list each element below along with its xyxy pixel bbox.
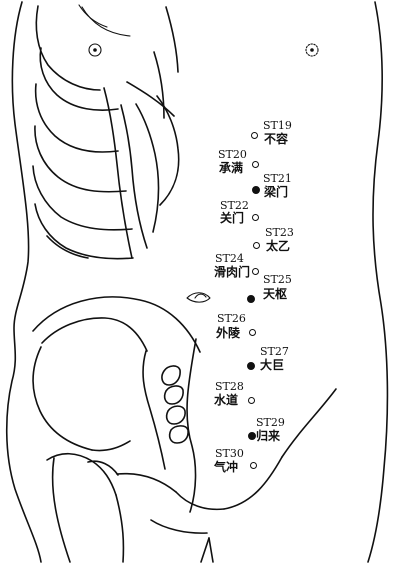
acupoint-st21-marker bbox=[252, 186, 260, 194]
acupoint-st23-code: ST23 bbox=[265, 227, 294, 238]
acupoint-st19-name: 不容 bbox=[264, 133, 288, 145]
pelvis-and-hip bbox=[33, 297, 336, 562]
acupoint-st28-marker bbox=[248, 397, 255, 404]
acupoint-st29-marker bbox=[248, 432, 256, 440]
acupoint-st24-marker bbox=[252, 268, 259, 275]
acupoint-st25-marker bbox=[247, 295, 255, 303]
left-ribcage bbox=[33, 5, 179, 259]
acupoint-st29-code: ST29 bbox=[256, 417, 285, 428]
torso-outline bbox=[7, 2, 388, 562]
acupoint-st29-name: 归来 bbox=[256, 430, 280, 442]
acupoint-st28-name: 水道 bbox=[214, 394, 238, 406]
acupoint-st27-marker bbox=[247, 362, 255, 370]
acupoint-st24-code: ST24 bbox=[215, 253, 244, 264]
acupoint-st26-code: ST26 bbox=[217, 313, 246, 324]
acupoint-st22-name: 关门 bbox=[220, 212, 244, 224]
acupoint-st30-name: 气冲 bbox=[214, 461, 238, 473]
acupoint-st25-name: 天枢 bbox=[263, 288, 287, 300]
acupoint-st23-marker bbox=[253, 242, 260, 249]
acupoint-st23-name: 太乙 bbox=[266, 240, 290, 252]
acupoint-st20-marker bbox=[252, 161, 259, 168]
acupoint-st22-marker bbox=[252, 214, 259, 221]
acupoint-st27-name: 大巨 bbox=[260, 359, 284, 371]
acupoint-st26-name: 外陵 bbox=[216, 327, 240, 339]
acupoint-st24-name: 滑肉门 bbox=[214, 266, 250, 278]
acupoint-st20-code: ST20 bbox=[218, 149, 247, 160]
nipples bbox=[89, 44, 318, 56]
acupoint-st30-code: ST30 bbox=[215, 448, 244, 459]
acupoint-st21-code: ST21 bbox=[263, 173, 292, 184]
acupoint-st27-code: ST27 bbox=[260, 346, 289, 357]
acupoint-st21-name: 梁门 bbox=[264, 186, 288, 198]
acupoint-st25-code: ST25 bbox=[263, 274, 292, 285]
navel bbox=[187, 293, 210, 302]
acupoint-st30-marker bbox=[250, 462, 257, 469]
acupoint-st20-name: 承满 bbox=[219, 162, 243, 174]
acupoint-st26-marker bbox=[249, 329, 256, 336]
acupoint-st28-code: ST28 bbox=[215, 381, 244, 392]
acupoint-st19-marker bbox=[251, 132, 258, 139]
acupoint-st22-code: ST22 bbox=[220, 200, 249, 211]
acupoint-st19-code: ST19 bbox=[263, 120, 292, 131]
